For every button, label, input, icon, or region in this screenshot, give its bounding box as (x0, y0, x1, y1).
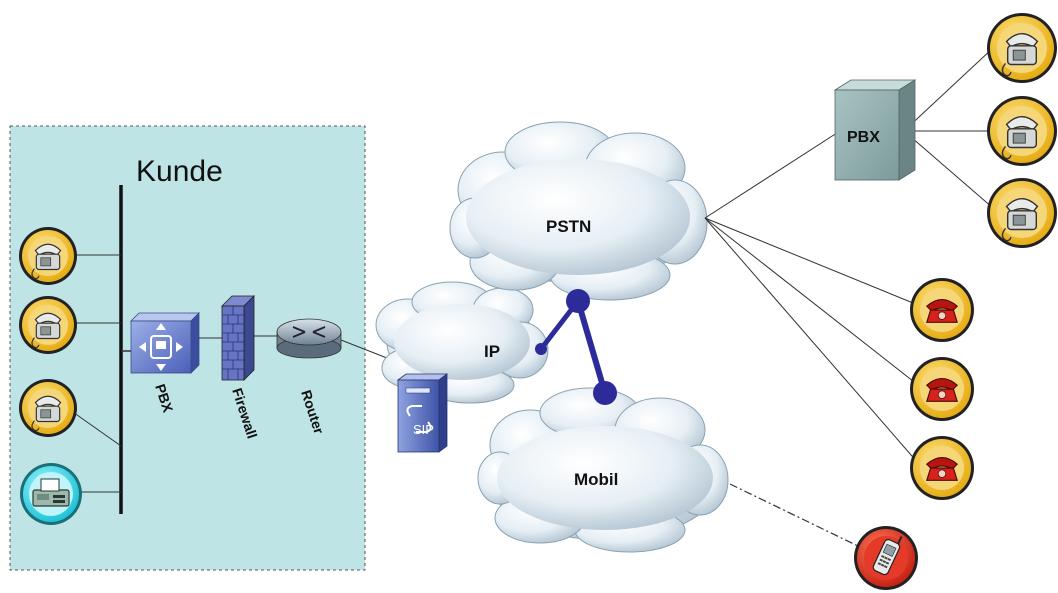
customer-pbx (130, 312, 200, 374)
remote-phone-3 (987, 178, 1057, 248)
router (276, 318, 342, 359)
pstn-cloud-label: PSTN (546, 217, 591, 236)
mobile-cloud-label: Mobil (574, 470, 618, 489)
red-phone-icon (926, 456, 958, 481)
red-phone-1 (910, 278, 974, 342)
ip-cloud: IP (375, 281, 549, 404)
mobile-phone (854, 526, 918, 590)
red-phone-icon (926, 298, 958, 323)
pbx-icon (139, 323, 183, 371)
remote-pbx-label: PBX (847, 129, 880, 146)
sip-server: SIP (396, 373, 449, 453)
mobile-phone-icon (872, 536, 903, 576)
red-phone-3 (910, 436, 974, 500)
ip-cloud-label: IP (484, 342, 500, 361)
customer-zone-title: Kunde (136, 155, 223, 188)
remote-pbx: PBX (833, 79, 917, 181)
firewall (221, 295, 255, 381)
mobile-cloud: Mobil (477, 387, 729, 553)
remote-phone-1 (987, 13, 1057, 83)
fax-icon (32, 478, 70, 507)
pstn-lines (704, 130, 919, 464)
customer-phone-1 (19, 227, 77, 285)
pstn-cloud: PSTN (449, 121, 708, 301)
customer-phone-3 (19, 379, 77, 437)
mobile-link (729, 483, 861, 548)
remote-pbx-lines (903, 47, 994, 209)
red-phone-icon (926, 377, 958, 402)
remote-phone-2 (987, 96, 1057, 166)
customer-phone-2 (19, 296, 77, 354)
red-phone-2 (910, 357, 974, 421)
customer-fax (20, 463, 82, 525)
sip-server-label: SIP (413, 422, 434, 437)
network-links (535, 289, 617, 405)
router-icon (276, 318, 342, 346)
customer-zone: Kunde (9, 125, 366, 571)
